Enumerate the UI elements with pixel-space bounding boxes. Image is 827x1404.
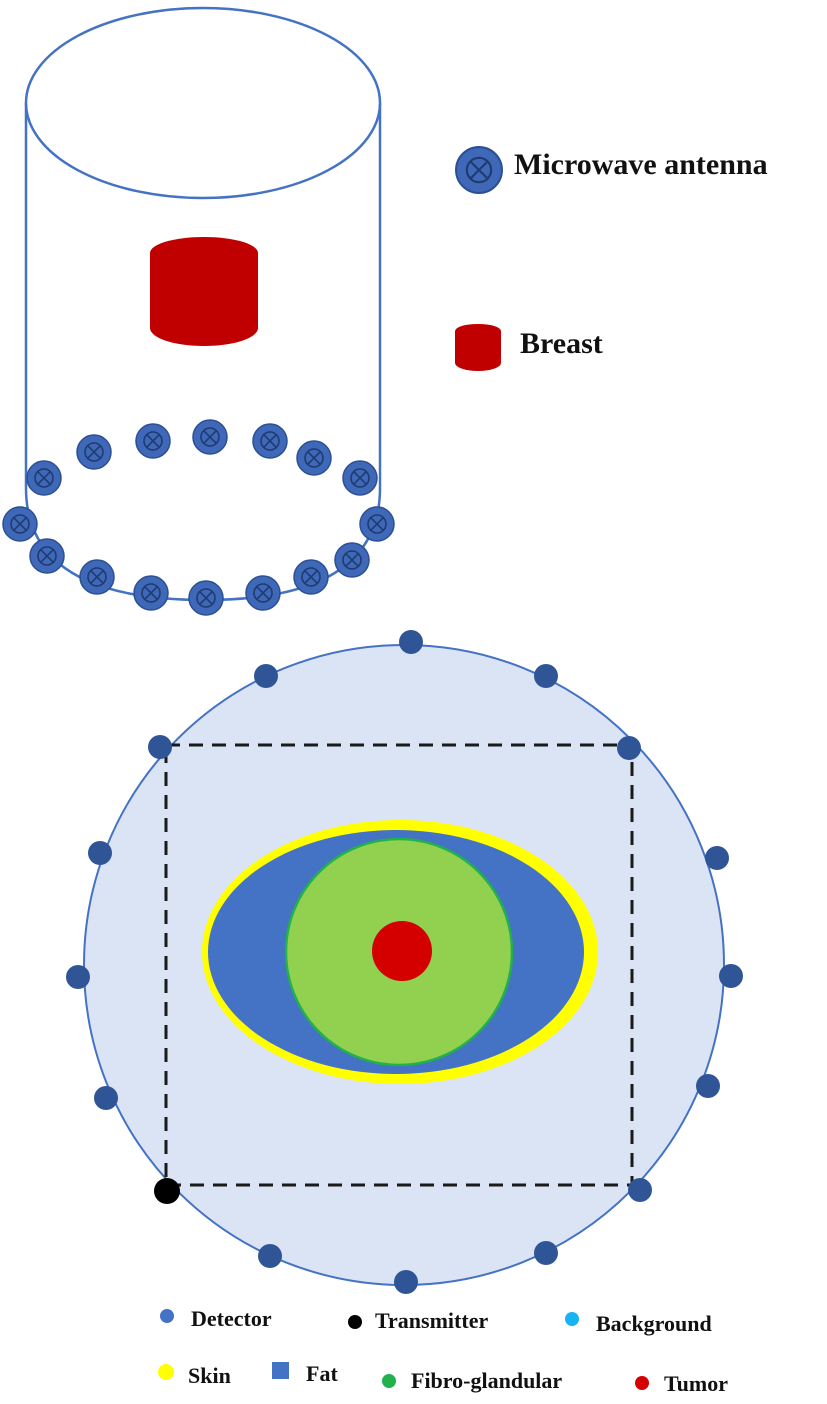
antenna-icon bbox=[342, 460, 378, 496]
microwave-antenna-label: Microwave antenna bbox=[514, 148, 768, 181]
background-legend-label: Background bbox=[596, 1311, 712, 1336]
detector-dot bbox=[394, 1270, 418, 1294]
antenna-icon bbox=[296, 440, 332, 476]
antenna-icon bbox=[29, 538, 65, 574]
fat-legend-icon bbox=[272, 1362, 289, 1379]
tumor-legend-label: Tumor bbox=[664, 1371, 728, 1396]
transmitter-legend-label: Transmitter bbox=[375, 1308, 488, 1333]
fibro-glandular-legend-label: Fibro-glandular bbox=[411, 1368, 562, 1393]
detector-dot bbox=[719, 964, 743, 988]
antenna-icon bbox=[135, 423, 171, 459]
detector-dot bbox=[534, 664, 558, 688]
antenna-icon bbox=[133, 575, 169, 611]
detector-dot bbox=[88, 841, 112, 865]
skin-legend-label: Skin bbox=[188, 1363, 231, 1388]
antenna-icon bbox=[252, 423, 288, 459]
cross-section-illustration bbox=[66, 630, 743, 1294]
transmitter-dot bbox=[154, 1178, 180, 1204]
antenna-icon bbox=[192, 419, 228, 455]
imaging-domain-box bbox=[164, 743, 634, 1187]
cylinder-illustration bbox=[2, 6, 395, 616]
fat-legend-label: Fat bbox=[306, 1361, 338, 1386]
detector-dot bbox=[254, 664, 278, 688]
detector-dot bbox=[534, 1241, 558, 1265]
detector-dot bbox=[628, 1178, 652, 1202]
cylinder-top-rim bbox=[24, 6, 382, 200]
antenna-icon bbox=[26, 460, 62, 496]
detector-dot bbox=[148, 735, 172, 759]
antenna-ring bbox=[2, 419, 395, 616]
microwave-antenna-legend-icon bbox=[454, 145, 504, 195]
detector-dot bbox=[258, 1244, 282, 1268]
detector-dot bbox=[399, 630, 423, 654]
antenna-icon bbox=[359, 506, 395, 542]
detector-legend-icon bbox=[160, 1309, 174, 1323]
detector-dot bbox=[66, 965, 90, 989]
antenna-icon bbox=[188, 580, 224, 616]
antenna-icon bbox=[79, 559, 115, 595]
antenna-icon bbox=[245, 575, 281, 611]
detector-dot bbox=[617, 736, 641, 760]
detector-dot bbox=[94, 1086, 118, 1110]
detector-dot bbox=[705, 846, 729, 870]
transmitter-legend-icon bbox=[348, 1315, 362, 1329]
breast-legend-icon bbox=[455, 324, 501, 371]
background-legend-icon bbox=[565, 1312, 579, 1326]
detector-legend-label: Detector bbox=[191, 1306, 272, 1331]
antenna-icon bbox=[76, 434, 112, 470]
tumor bbox=[372, 921, 432, 981]
breast-label: Breast bbox=[520, 327, 603, 360]
bottom-legend: Detector Transmitter Background Skin Fat… bbox=[158, 1306, 728, 1396]
detector-array bbox=[66, 630, 743, 1294]
detector-dot bbox=[696, 1074, 720, 1098]
antenna-icon bbox=[293, 559, 329, 595]
skin-legend-icon bbox=[158, 1364, 174, 1380]
antenna-icon bbox=[2, 506, 38, 542]
fibro-glandular-legend-icon bbox=[382, 1374, 396, 1388]
breast-shape bbox=[150, 237, 258, 346]
antenna-icon bbox=[334, 542, 370, 578]
top-legend: Microwave antenna Breast bbox=[454, 145, 768, 371]
tumor-legend-icon bbox=[635, 1376, 649, 1390]
